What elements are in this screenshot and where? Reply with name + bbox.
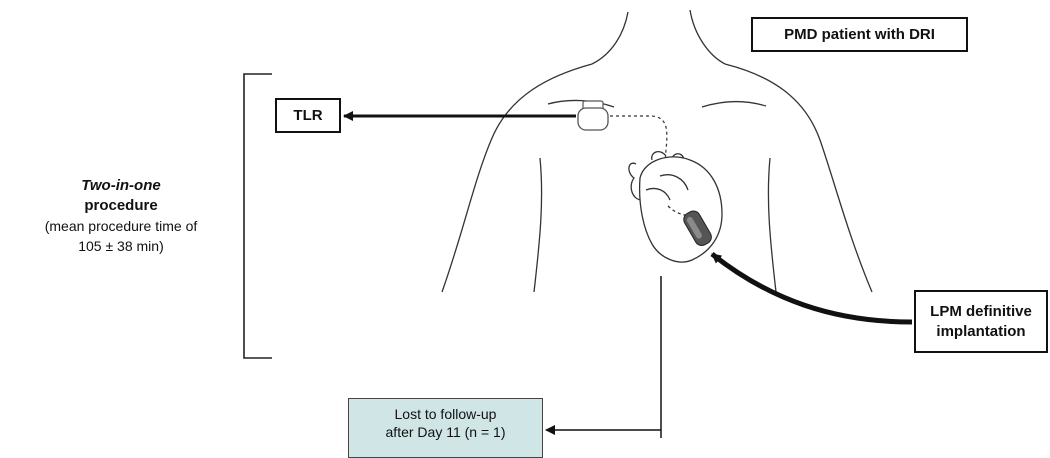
lpm-label-line2: implantation — [930, 322, 1032, 342]
lost-followup-line2: after Day 11 (n = 1) — [386, 423, 506, 441]
pacemaker-device — [578, 101, 608, 130]
lpm-box: LPM definitive implantation — [914, 290, 1048, 353]
lost-followup-line1: Lost to follow-up — [386, 405, 506, 423]
left-clavicle-line — [548, 100, 614, 107]
left-armpit-line — [534, 158, 542, 292]
neck-right-line — [690, 10, 725, 64]
tlr-label: TLR — [293, 107, 322, 124]
patient-label: PMD patient with DRI — [784, 26, 935, 43]
heart-illustration — [629, 152, 722, 262]
right-shoulder-line — [725, 64, 872, 292]
lost-followup-box: Lost to follow-up after Day 11 (n = 1) — [348, 398, 543, 458]
procedure-time-line1: (mean procedure time of — [0, 216, 242, 236]
lpm-label-line1: LPM definitive — [930, 302, 1032, 322]
neck-left-line — [592, 12, 628, 64]
procedure-title: procedure — [0, 196, 242, 216]
patient-label-box: PMD patient with DRI — [751, 17, 968, 52]
lpm-curved-arrow — [712, 254, 912, 322]
procedure-time-line2: 105 ± 38 min) — [0, 236, 242, 256]
tlr-box: TLR — [275, 98, 341, 133]
right-clavicle-line — [702, 102, 766, 107]
procedure-title-italic: Two-in-one — [0, 176, 242, 196]
right-armpit-line — [768, 158, 776, 292]
procedure-description: Two-in-one procedure (mean procedure tim… — [0, 176, 242, 256]
procedure-bracket — [244, 74, 272, 358]
left-shoulder-line — [442, 64, 592, 292]
